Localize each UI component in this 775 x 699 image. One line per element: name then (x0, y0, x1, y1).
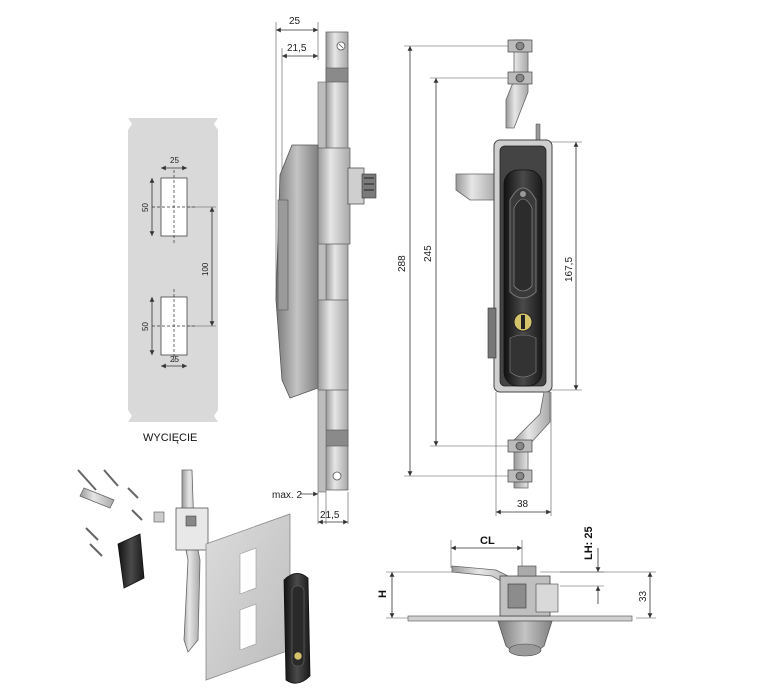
front-latch-tongue (455, 173, 497, 201)
cutout-slot-height-bottom: 50 (141, 322, 150, 331)
side-rod (325, 31, 349, 491)
exploded-bracket (117, 533, 145, 589)
exploded-view (77, 469, 311, 684)
cutout-caption: WYCIĘCIE (143, 432, 197, 444)
side-latch (347, 167, 365, 205)
front-body-height: 167,5 (564, 257, 575, 282)
screw-set (77, 469, 143, 557)
bottom-lh-label: LH: 25 (583, 526, 595, 560)
exploded-panel (205, 513, 291, 681)
side-max-gap: max. 2 (272, 490, 302, 501)
side-rod-offset-top: 21,5 (287, 43, 307, 54)
cutout-slot-height-top: 50 (141, 203, 150, 212)
front-body-width: 38 (517, 499, 529, 510)
cutout-slot-spacing: 100 (201, 262, 210, 276)
exploded-rod (181, 469, 201, 653)
bottom-cl-label: CL (480, 535, 495, 547)
bottom-h-label: H (377, 590, 389, 598)
front-overall-height: 288 (397, 255, 408, 272)
bottom-depth: 33 (638, 590, 649, 602)
front-rod-hole-spacing: 245 (423, 245, 434, 262)
bottom-view: CL H LH: 25 33 (377, 526, 656, 657)
side-view: 25 21,5 max. 2 21,5 (272, 16, 377, 525)
side-total-depth: 25 (289, 16, 301, 27)
bottom-panel-plate (407, 615, 633, 622)
cutout-template: 25 50 100 50 25 WYCIĘCIE (128, 118, 218, 444)
cutout-slot-width-bottom: 25 (170, 355, 179, 364)
front-view: 288 245 167,5 38 (397, 39, 582, 516)
side-rod-offset-bottom: 21,5 (320, 510, 340, 521)
cutout-slot-width-top: 25 (170, 156, 179, 165)
